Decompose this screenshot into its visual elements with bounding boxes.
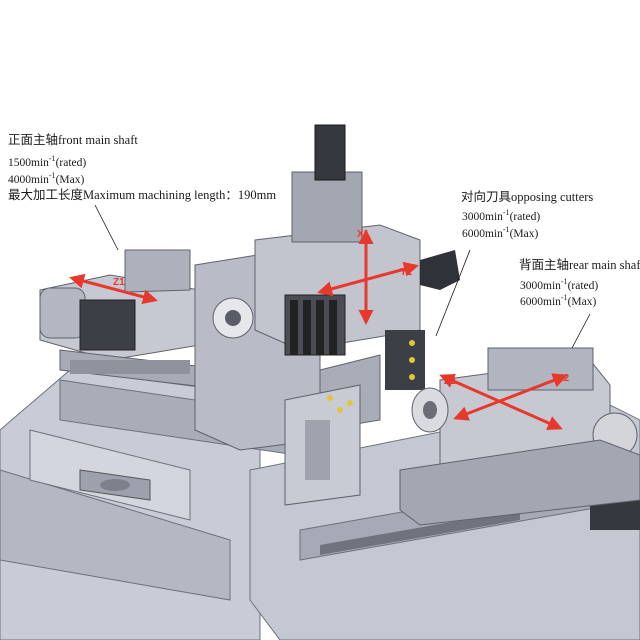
front-shaft-rated: 1500min-1(rated) bbox=[8, 155, 87, 170]
x2-arrow bbox=[453, 373, 568, 421]
rear-rated-value: 3000min bbox=[520, 280, 561, 292]
opposing-max-value: 6000min bbox=[462, 228, 503, 240]
front-max-value: 4000min bbox=[8, 174, 49, 186]
front-shaft-title: 正面主轴front main shaft bbox=[8, 133, 138, 147]
z2-label: Z2 bbox=[444, 376, 456, 387]
opposing-cutter-assembly bbox=[194, 124, 460, 506]
rear-max-suffix: (Max) bbox=[567, 296, 597, 308]
rear-max-exp: -1 bbox=[560, 293, 568, 303]
front-max-suffix: (Max) bbox=[55, 174, 85, 186]
rear-rated: 3000min-1(rated) bbox=[520, 278, 599, 293]
rear-max-value: 6000min bbox=[520, 296, 561, 308]
front-rated-exp: -1 bbox=[48, 154, 56, 164]
opposing-cutters-title: 对向刀具opposing cutters bbox=[461, 190, 594, 204]
opposing-rated: 3000min-1(rated) bbox=[462, 209, 541, 224]
z1-arrow bbox=[69, 273, 158, 305]
rear-shaft-title: 背面主轴rear main shaft bbox=[519, 258, 640, 272]
opposing-rated-value: 3000min bbox=[462, 211, 503, 223]
rear-max: 6000min-1(Max) bbox=[520, 294, 597, 309]
front-shaft-max: 4000min-1(Max) bbox=[8, 172, 85, 187]
opposing-rated-exp: -1 bbox=[502, 208, 510, 218]
opposing-rated-suffix: (rated) bbox=[509, 211, 541, 223]
opposing-max: 6000min-1(Max) bbox=[462, 226, 539, 241]
front-max-length: 最大加工长度Maximum machining length：190mm bbox=[8, 188, 277, 202]
y1-label: Y1 bbox=[400, 267, 413, 278]
x2-label: X2 bbox=[557, 373, 570, 384]
rear-rated-exp: -1 bbox=[560, 277, 568, 287]
axis-arrows: Z1 X1 Y1 Z2 X2 bbox=[69, 229, 570, 431]
front-rated-suffix: (rated) bbox=[55, 157, 87, 169]
front-leader-line bbox=[94, 204, 119, 251]
opposing-max-exp: -1 bbox=[502, 225, 510, 235]
y1-arrow bbox=[317, 261, 419, 297]
opposing-leader-line bbox=[435, 249, 471, 337]
z1-label: Z1 bbox=[113, 277, 125, 288]
front-rated-value: 1500min bbox=[8, 157, 49, 169]
rear-rated-suffix: (rated) bbox=[567, 280, 599, 292]
opposing-max-suffix: (Max) bbox=[509, 228, 539, 240]
x1-label: X1 bbox=[357, 229, 370, 240]
front-max-exp: -1 bbox=[48, 171, 56, 181]
rear-leader-line bbox=[571, 313, 591, 349]
